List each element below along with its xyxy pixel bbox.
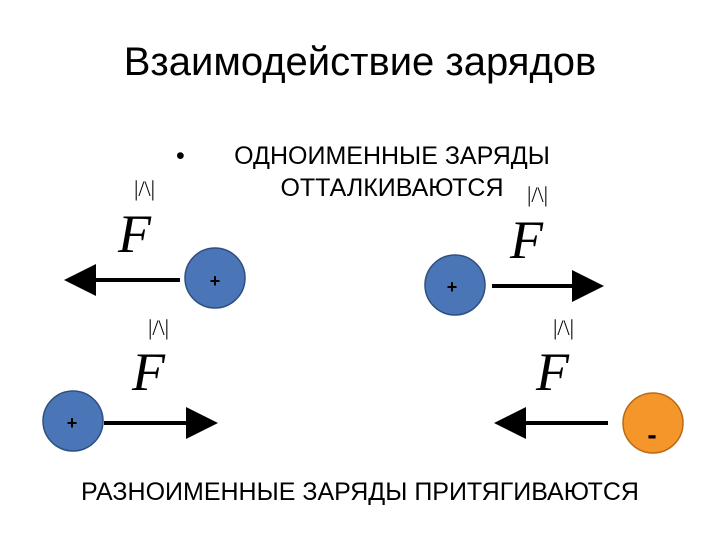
bullet-text: ОДНОИМЕННЫЕ ЗАРЯДЫ ОТТАЛКИВАЮТСЯ [234, 142, 550, 202]
vector-mark: |/\| [527, 182, 548, 207]
charge-top-right: + [424, 254, 486, 316]
charge-sign: + [447, 277, 458, 297]
force-label-top-left: |/\| F [117, 176, 155, 264]
charge-top-left: + [184, 247, 246, 309]
vector-mark: |/\| [148, 315, 169, 340]
bottom-caption: РАЗНОИМЕННЫЕ ЗАРЯДЫ ПРИТЯГИВАЮТСЯ [81, 478, 639, 506]
slide-title: Взаимодействие зарядов [123, 40, 597, 84]
force-symbol: F [535, 342, 570, 402]
vector-mark: |/\| [134, 176, 155, 201]
force-symbol: F [117, 204, 152, 264]
force-label-bottom-left: |/\| F [131, 315, 169, 402]
charge-sign: - [647, 419, 656, 450]
force-symbol: F [131, 342, 166, 402]
bullet-dot: • [176, 142, 185, 170]
charge-bottom-right: - [622, 392, 684, 454]
charge-sign: + [210, 271, 221, 291]
force-label-top-right: |/\| F [509, 182, 548, 270]
force-symbol: F [509, 210, 544, 270]
vector-mark: |/\| [553, 315, 574, 340]
charge-sign: + [67, 413, 78, 433]
force-label-bottom-right: |/\| F [535, 315, 574, 402]
charge-bottom-left: + [42, 390, 104, 452]
